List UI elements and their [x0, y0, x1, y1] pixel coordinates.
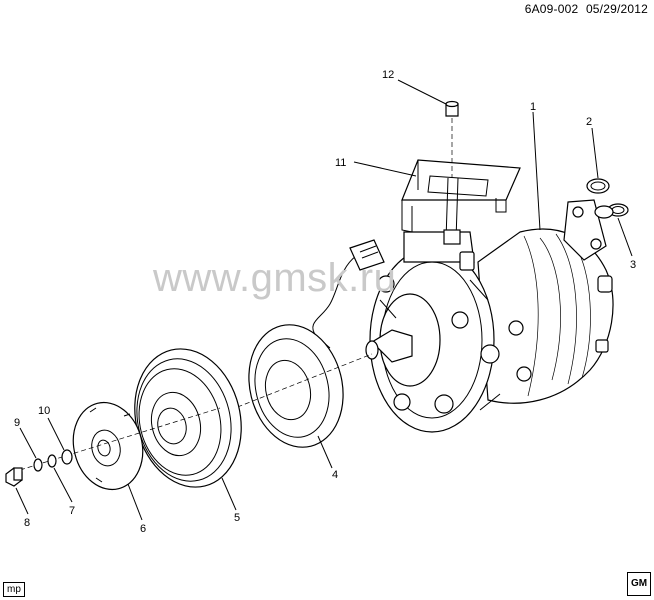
- callout-numbers: 1 2 3 4 5 6 7 8 9 10 11 12: [14, 69, 636, 535]
- diagram-date: 05/29/2012: [585, 2, 648, 16]
- leader-lines: [15, 79, 633, 521]
- callout-10: 10: [38, 405, 50, 417]
- callout-5: 5: [234, 512, 240, 524]
- clutch-hardware: [5, 449, 73, 487]
- watermark-text: www.gmsk.ru: [153, 256, 397, 300]
- callout-1: 1: [530, 101, 536, 113]
- callout-4: 4: [332, 469, 338, 481]
- footer-tag: mp: [3, 582, 25, 597]
- callout-7: 7: [69, 505, 75, 517]
- clutch-hub-plate: [19, 401, 221, 491]
- callout-8: 8: [24, 517, 30, 529]
- gm-logo: GM: [627, 572, 651, 596]
- ac-compressor: [365, 228, 614, 433]
- diagram-header: 6A09-002 05/29/2012: [521, 2, 648, 16]
- mounting-bracket: [401, 159, 521, 241]
- callout-2: 2: [586, 116, 592, 128]
- wire-harness: [312, 239, 385, 349]
- callout-9: 9: [14, 417, 20, 429]
- callout-11: 11: [335, 157, 346, 169]
- clutch-coil: [229, 324, 373, 448]
- manifold-and-orings: [563, 178, 629, 261]
- clutch-pulley: [134, 348, 242, 488]
- callout-6: 6: [140, 523, 146, 535]
- diagram-code: 6A09-002: [524, 2, 579, 16]
- callout-12: 12: [382, 69, 394, 81]
- callout-3: 3: [630, 259, 636, 271]
